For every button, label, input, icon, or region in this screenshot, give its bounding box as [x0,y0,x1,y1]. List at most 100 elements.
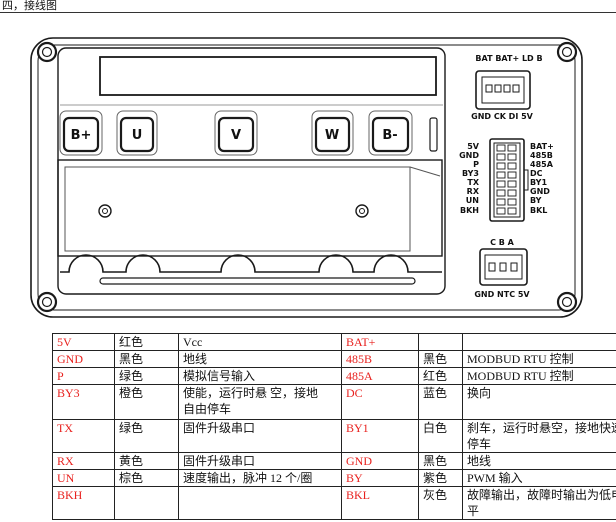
pin-label-right: BKL [530,206,547,215]
pin-definition-table: 5V 红色 Vcc BAT+ GND 黑色 地线 485B 黑色 MODBUD … [52,333,616,520]
pin-label-left: GND [459,151,479,160]
housing-outer-edge [30,37,583,318]
description-cell: PWM 输入 [462,469,616,487]
terminal-bay-w [311,110,354,156]
connector-bottom-housing [479,248,528,286]
pin-label-left: RX [467,187,480,196]
wire-color-cell: 黑色 [418,350,463,368]
connector-top-socket [481,76,525,104]
terminal-bay-v [214,110,258,156]
table-row: GND 黑色 地线 485B 黑色 MODBUD RTU 控制 [52,350,616,368]
pin-cell: BY [341,469,419,487]
connector-middle-socket [493,142,521,218]
terminal-u [119,116,155,153]
mounting-holes [36,41,578,313]
pin-cell: DC [341,384,419,420]
wire-color-cell: 紫色 [418,469,463,487]
screw-right [355,204,369,218]
pin-label-left: BKH [460,206,479,215]
wire-color-cell: 红色 [114,333,179,351]
connector-bottom-lower-label: GND NTC 5V [474,290,530,299]
table-row: TX 绿色 固件升级串口 BY1 白色 刹车，运行时悬空，接地快速停车 [52,419,616,453]
connector-bottom: C B A GND NTC 5V [474,238,530,299]
pin-cell: BY1 [341,419,419,453]
terminal-w-label: W [325,128,339,143]
pin-slot [507,171,517,179]
terminal-bay-b-plus [59,110,103,156]
pin-slot [496,144,506,152]
pin-label-right: BY1 [530,178,547,187]
description-cell [462,333,616,351]
wire-color-cell: 灰色 [418,486,463,520]
connector-bottom-socket [484,254,523,280]
table-row: 5V 红色 Vcc BAT+ [52,333,616,351]
wire-color-cell: 黑色 [114,350,179,368]
pin-slot [507,162,517,170]
description-cell: 速度输出，脉冲 12 个/圈 [178,469,342,487]
pin-slot [496,171,506,179]
pin-slot [503,84,511,93]
pin-table-body: 5V 红色 Vcc BAT+ GND 黑色 地线 485B 黑色 MODBUD … [52,333,616,520]
table-row: RX 黄色 固件升级串口 GND 黑色 地线 [52,452,616,470]
connector-top-lower-label: GND CK DI 5V [471,112,534,121]
pin-slot [507,180,517,188]
connector-middle-housing [489,138,525,222]
table-row: BKH BKL 灰色 故障输出，故障时输出为低电平 [52,486,616,520]
wire-color-cell [418,333,463,351]
pin-slot [512,84,520,93]
pin-label-right: 485B [530,151,553,160]
pin-cell: BKH [52,486,115,520]
pin-slot [488,262,496,272]
pin-label-left: P [473,160,479,169]
pin-cell: GND [341,452,419,470]
description-cell: MODBUD RTU 控制 [462,350,616,368]
mounting-hole-bottom-right-inner [561,296,573,308]
description-cell: 换向 [462,384,616,420]
display-window [99,56,437,96]
terminal-v [217,116,255,153]
wire-color-cell: 棕色 [114,469,179,487]
terminal-b-plus [62,116,100,153]
pin-slot [507,189,517,197]
mounting-hole-bottom-left-inner [41,296,53,308]
screw-right-inner [359,208,365,214]
pin-cell: 485B [341,350,419,368]
wire-color-cell: 红色 [418,367,463,385]
pin-cell: BY3 [52,384,115,420]
pin-label-right: BY [530,196,542,205]
pin-label-right: BAT+ [530,142,554,151]
description-cell: 使能，运行时悬 空，接地自由停车 [178,384,342,420]
description-cell: 故障输出，故障时输出为低电平 [462,486,616,520]
controller-housing [30,37,583,318]
terminal-b-minus-label: B- [382,128,397,143]
wire-color-cell: 绿色 [114,419,179,453]
description-cell: 地线 [178,350,342,368]
pin-cell: UN [52,469,115,487]
wire-color-cell: 橙色 [114,384,179,420]
pin-cell: P [52,367,115,385]
connector-top-upper-label: BAT BAT+ LD B [475,54,542,63]
pin-slot [496,180,506,188]
terminal-w [314,116,351,153]
pin-label-right: DC [530,169,543,178]
pin-cell: TX [52,419,115,453]
pin-cell: 485A [341,367,419,385]
connector-middle-pins [496,144,517,215]
bottom-slot [99,277,416,285]
lower-compartment-outer [57,159,443,257]
description-cell: 固件升级串口 [178,452,342,470]
lower-compartment-bracket [409,166,441,177]
side-tab [429,117,438,152]
pin-label-left: TX [467,178,479,187]
description-cell: 地线 [462,452,616,470]
pin-label-left: BY3 [462,169,479,178]
main-compartment [57,47,446,295]
terminal-b-minus [371,116,410,153]
pin-slot [496,153,506,161]
pin-slot [507,207,517,215]
power-terminals: B+ U V W B- [59,110,438,156]
pin-slot [485,84,493,93]
mounting-hole-top-right-inner [561,46,573,58]
connector-middle: 5V GND P BY3 TX RX UN BKH BAT+ 485B 485A… [459,138,554,222]
connector-middle-latch [523,169,529,191]
